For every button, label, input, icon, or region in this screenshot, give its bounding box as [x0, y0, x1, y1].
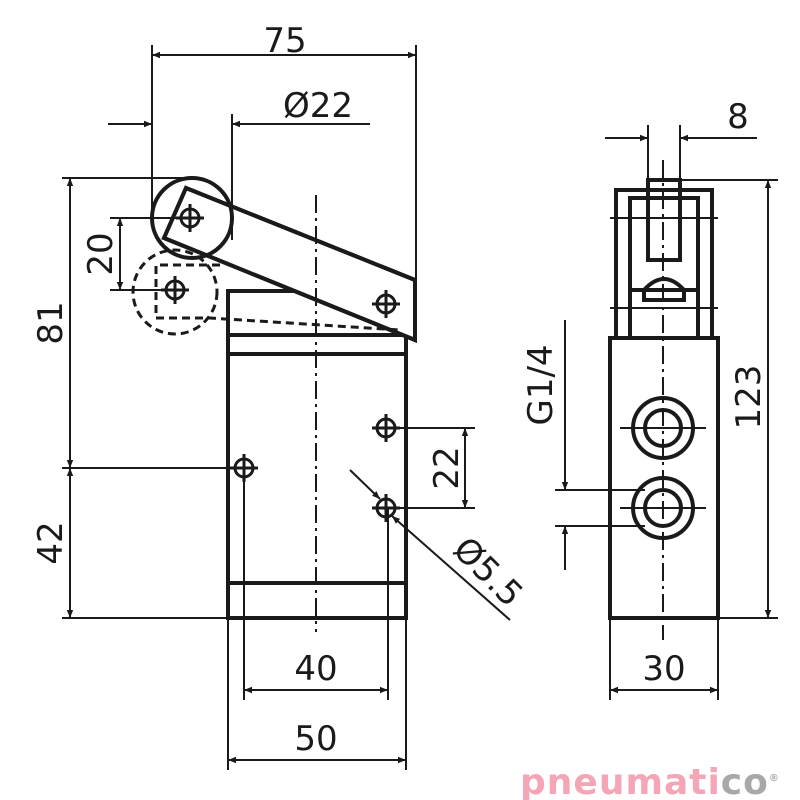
dim-8: 8 — [727, 97, 749, 137]
dim-42: 42 — [31, 521, 71, 564]
dim-40: 40 — [294, 649, 337, 689]
dim-50: 50 — [294, 719, 337, 759]
dim-81: 81 — [31, 301, 71, 344]
dim-port-thread: G1/4 — [521, 344, 561, 425]
dim-22: 22 — [427, 446, 467, 489]
dim-hole-diameter: Ø5.5 — [445, 529, 530, 614]
dim-30: 30 — [642, 649, 685, 689]
dim-20: 20 — [81, 232, 121, 275]
dimension-lines — [62, 45, 778, 770]
lever-arm-outline — [161, 185, 417, 343]
roller-actuated-position — [131, 248, 401, 336]
side-view-centerlines — [610, 160, 718, 640]
registered-mark: ® — [768, 773, 780, 784]
logo-text-grey: co — [720, 762, 769, 800]
brand-logo: pneumatico® — [520, 762, 780, 800]
dim-roller-diameter: Ø22 — [283, 86, 353, 126]
logo-text-pink: pneumati — [520, 762, 721, 800]
dim-123: 123 — [729, 365, 769, 430]
hole-icon — [372, 290, 400, 318]
dim-75: 75 — [263, 21, 306, 61]
